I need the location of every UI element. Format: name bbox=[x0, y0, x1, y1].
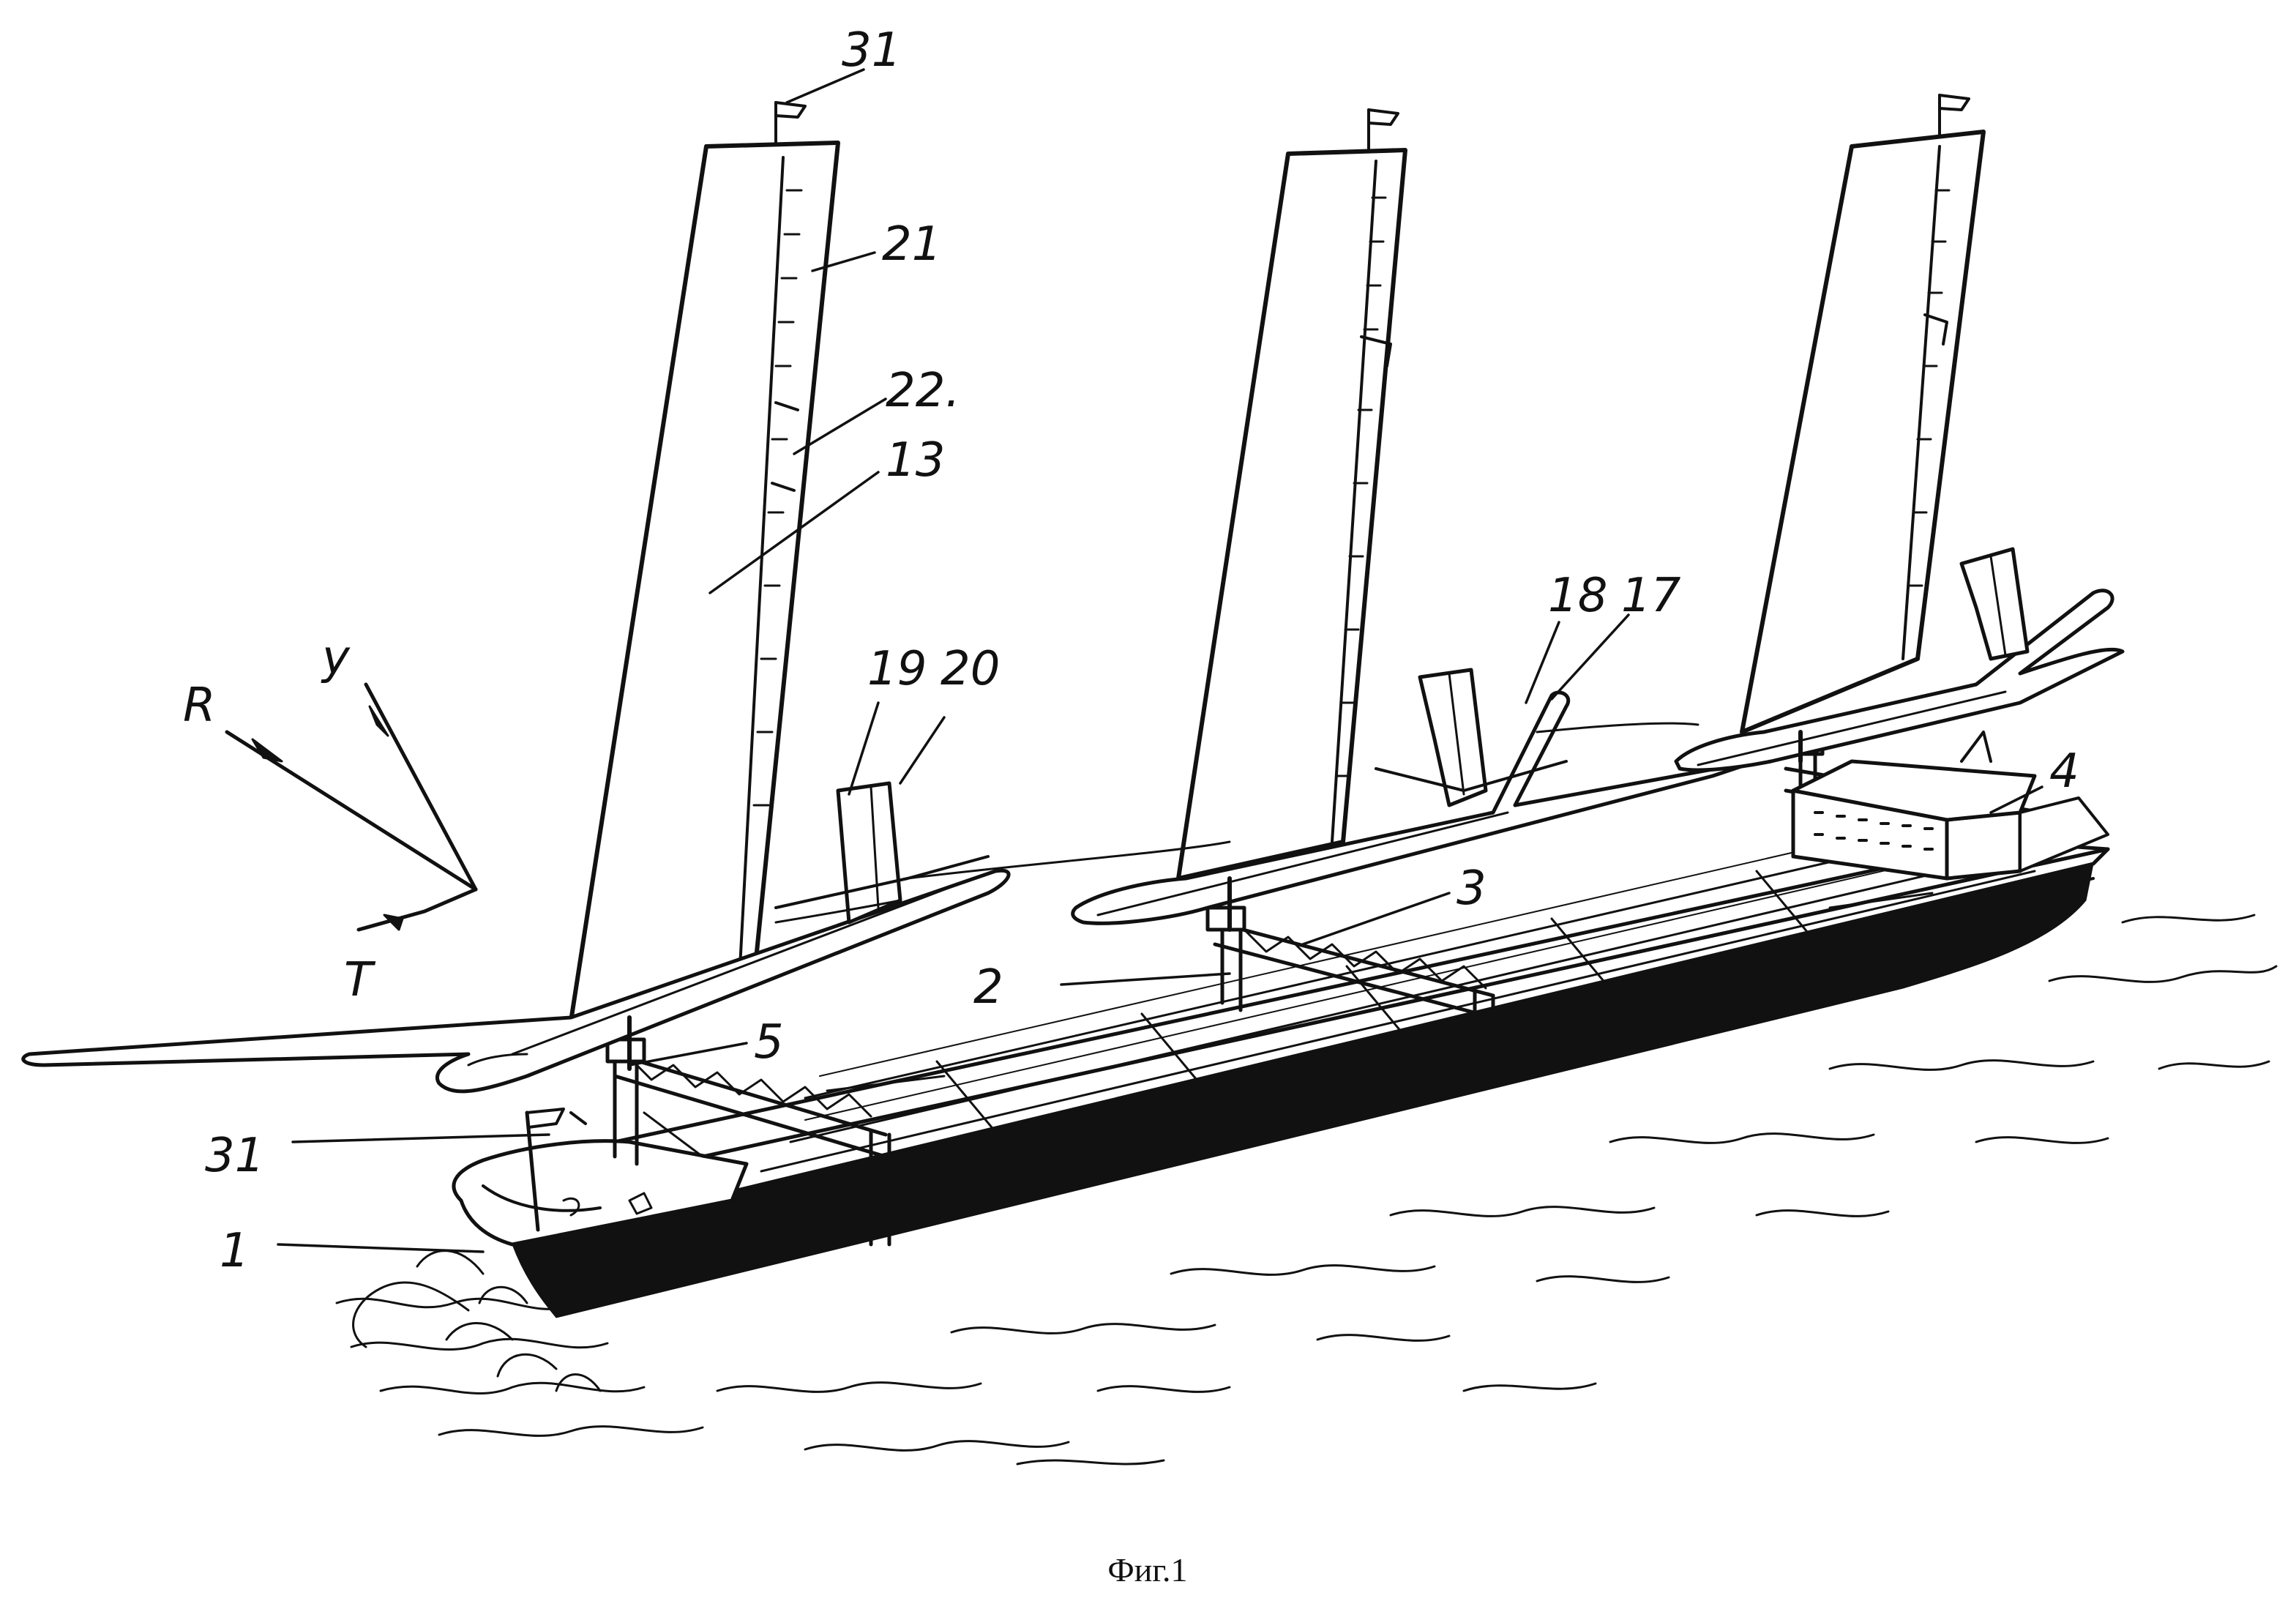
wing-sail-fwd bbox=[571, 102, 838, 1021]
wing-sail-aft bbox=[1742, 95, 1983, 732]
sail-panel-aft bbox=[1742, 132, 1983, 732]
wing-boom-fwd bbox=[23, 783, 1009, 1091]
wing-sail-mid bbox=[1178, 110, 1405, 878]
label-axis-r: R bbox=[183, 679, 215, 733]
label-17: 17 bbox=[1621, 569, 1681, 623]
label-21: 21 bbox=[882, 217, 941, 272]
stabilizer-mid bbox=[1420, 670, 1486, 805]
sail-panel-fwd bbox=[571, 143, 838, 1021]
label-22: 22. bbox=[886, 364, 960, 418]
sail-panel-mid bbox=[1178, 150, 1405, 878]
vector-y bbox=[366, 684, 476, 889]
figure-caption: Фиг.1 bbox=[1107, 1551, 1187, 1588]
label-20: 20 bbox=[941, 642, 1000, 696]
label-4: 4 bbox=[2049, 744, 2079, 799]
label-31-bow: 31 bbox=[205, 1129, 264, 1183]
label-axis-y: y bbox=[321, 631, 351, 685]
label-13: 13 bbox=[886, 433, 945, 488]
force-vectors bbox=[227, 684, 476, 930]
label-5: 5 bbox=[754, 1015, 784, 1069]
label-31-top: 31 bbox=[842, 23, 901, 78]
label-2: 2 bbox=[973, 960, 1003, 1015]
label-3: 3 bbox=[1456, 862, 1487, 916]
label-1: 1 bbox=[220, 1224, 250, 1278]
label-axis-t: T bbox=[344, 953, 376, 1007]
vector-t bbox=[359, 889, 476, 930]
stabilizer-aft bbox=[1962, 549, 2027, 659]
label-18: 18 bbox=[1548, 569, 1607, 623]
label-19: 19 bbox=[867, 642, 927, 696]
